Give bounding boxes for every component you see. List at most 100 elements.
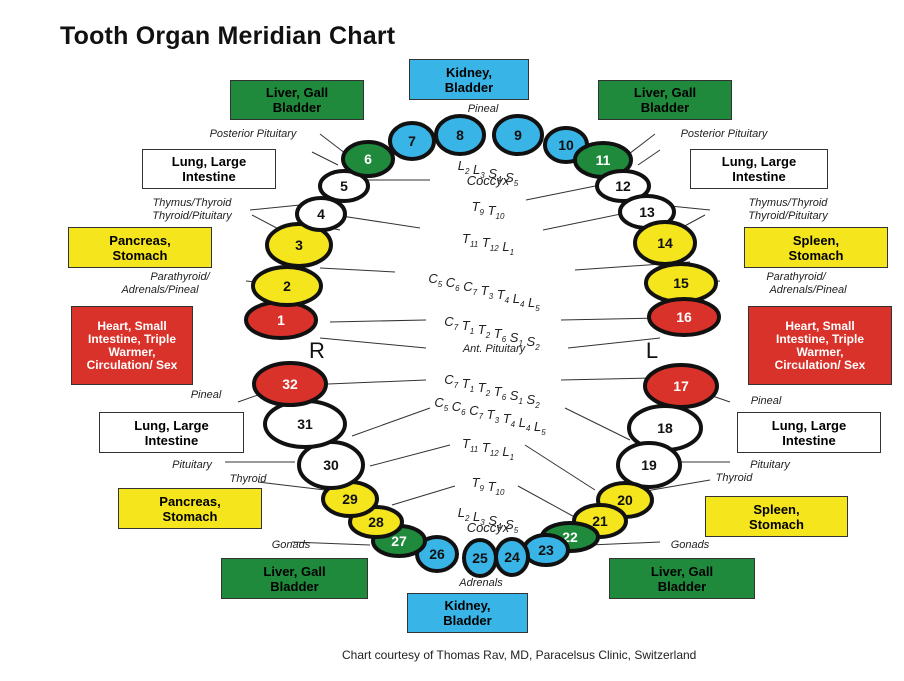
gland-label-posterior-pituitary-right: Posterior Pituitary <box>681 128 769 140</box>
tooth-16: 16 <box>647 297 721 337</box>
connector-line <box>517 485 581 521</box>
tooth-4: 4 <box>295 196 347 232</box>
organ-box-lung-lower-left: Lung, Large Intestine <box>99 412 244 453</box>
tooth-number: 20 <box>617 492 633 508</box>
spine-label-upper-c5: C5 C6 C7 T3 T4 L4 L5 <box>428 271 540 313</box>
tooth-number: 10 <box>558 137 574 153</box>
tooth-number: 15 <box>673 275 689 291</box>
organ-box-text: Spleen, Stomach <box>788 232 844 263</box>
tooth-number: 4 <box>317 206 325 222</box>
connector-line <box>249 204 301 211</box>
gland-label-pineal-top: Pineal <box>468 103 499 115</box>
tooth-number: 5 <box>340 178 348 194</box>
tooth-7: 7 <box>388 121 436 161</box>
gland-label-adrenals-bottom: Adrenals <box>458 577 503 589</box>
side-label-right: R <box>309 338 325 363</box>
connector-line <box>391 485 456 506</box>
tooth-number: 7 <box>408 133 416 149</box>
tooth-number: 24 <box>504 549 520 565</box>
organ-box-text: Pancreas, Stomach <box>159 493 221 524</box>
spine-label-upper-coccyx-extra: Coccyx <box>467 173 510 188</box>
connector-line <box>369 444 451 467</box>
organ-box-pancreas-upper-left: Pancreas, Stomach <box>68 227 212 268</box>
organ-box-text: Heart, Small Intestine, Triple Warmer, C… <box>774 318 866 372</box>
gland-label-gonads-left: Gonads <box>272 539 311 551</box>
gland-label-thyroid-pit-left: Thyroid/Pituitary <box>152 210 233 222</box>
gland-label-thyroid-pit-right: Thyroid/Pituitary <box>748 210 829 222</box>
tooth-15: 15 <box>644 262 718 304</box>
organ-box-text: Liver, Gall Bladder <box>650 563 714 594</box>
organ-box-heart-right: Heart, Small Intestine, Triple Warmer, C… <box>748 306 892 385</box>
tooth-19: 19 <box>616 441 682 489</box>
tooth-shape <box>295 196 347 232</box>
tooth-5: 5 <box>318 169 370 203</box>
tooth-number: 23 <box>538 542 554 558</box>
connector-line <box>319 267 396 273</box>
tooth-12: 12 <box>595 169 651 203</box>
tooth-number: 31 <box>297 416 313 432</box>
tooth-shape <box>265 222 333 268</box>
gland-label-pineal-lower-right: Pineal <box>751 395 782 407</box>
organ-box-liver-bottom-left: Liver, Gall Bladder <box>221 558 368 599</box>
organ-box-lung-lower-right: Lung, Large Intestine <box>737 412 881 453</box>
spine-label-upper-c7: C7 T1 T2 T6 S1 S2 <box>444 314 540 352</box>
tooth-8: 8 <box>434 114 486 156</box>
organ-box-text: Pancreas, Stomach <box>109 232 171 263</box>
spine-label-lower-t9: T9 T10 <box>472 475 505 497</box>
tooth-number: 25 <box>472 550 488 566</box>
gland-label-gonads-right: Gonads <box>671 539 710 551</box>
tooth-11: 11 <box>573 141 633 179</box>
organ-box-spleen-upper-right: Spleen, Stomach <box>744 227 888 268</box>
tooth-number: 9 <box>514 127 522 143</box>
organ-box-text: Lung, Large Intestine <box>134 417 209 448</box>
spine-label-lower-t11: T11 T12 L1 <box>462 436 514 462</box>
tooth-25: 25 <box>462 538 498 578</box>
connector-line <box>589 541 661 546</box>
organ-box-text: Heart, Small Intestine, Triple Warmer, C… <box>86 318 178 372</box>
tooth-shape <box>318 169 370 203</box>
spine-label-upper-t11: T11 T12 L1 <box>462 231 514 257</box>
connector-line <box>327 379 427 385</box>
organ-box-text: Kidney, Bladder <box>443 598 492 628</box>
tooth-number: 11 <box>596 152 611 168</box>
tooth-17: 17 <box>643 363 719 409</box>
organ-box-kidney-bottom: Kidney, Bladder <box>407 593 528 633</box>
tooth-number: 21 <box>592 513 608 529</box>
gland-label-pituitary-left: Pituitary <box>172 459 213 471</box>
tooth-number: 29 <box>342 491 358 507</box>
gland-label-adrenals-pineal-left: Adrenals/Pineal <box>120 284 199 296</box>
tooth-number: 32 <box>282 376 298 392</box>
organ-box-text: Liver, Gall Bladder <box>265 85 329 115</box>
tooth-number: 19 <box>641 457 657 473</box>
tooth-number: 13 <box>639 204 655 220</box>
tooth-1: 1 <box>244 300 318 340</box>
tooth-32: 32 <box>252 361 328 407</box>
tooth-6: 6 <box>341 140 395 178</box>
organ-box-text: Liver, Gall Bladder <box>263 563 326 594</box>
connector-line <box>319 337 427 349</box>
organ-box-text: Lung, Large Intestine <box>771 417 847 448</box>
connector-line <box>567 337 661 349</box>
tooth-number: 8 <box>456 127 464 143</box>
connector-line <box>524 444 596 491</box>
tooth-number: 1 <box>277 312 285 328</box>
tooth-2: 2 <box>251 265 323 307</box>
organ-box-heart-left: Heart, Small Intestine, Triple Warmer, C… <box>71 306 193 385</box>
organ-box-kidney-top: Kidney, Bladder <box>409 59 529 100</box>
tooth-number: 26 <box>429 546 445 562</box>
gland-label-parathyroid-right: Parathyroid/ <box>766 271 826 283</box>
tooth-29: 29 <box>321 480 379 518</box>
chart-credit: Chart courtesy of Thomas Rav, MD, Parace… <box>342 648 697 662</box>
gland-label-parathyroid-left: Parathyroid/ <box>150 271 210 283</box>
tooth-shape <box>462 538 498 578</box>
tooth-number: 27 <box>391 533 407 549</box>
spine-label-lower-coccyx: L2 L3 S4 S5 <box>458 505 519 535</box>
tooth-23: 23 <box>522 533 570 567</box>
organ-box-liver-bottom-right: Liver, Gall Bladder <box>609 558 755 599</box>
gland-label-pineal-lower-left: Pineal <box>191 389 222 401</box>
gland-label-adrenals-pineal-right: Adrenals/Pineal <box>768 284 847 296</box>
side-label-left: L <box>646 338 658 363</box>
organ-box-text: Lung, Large Intestine <box>721 154 797 184</box>
